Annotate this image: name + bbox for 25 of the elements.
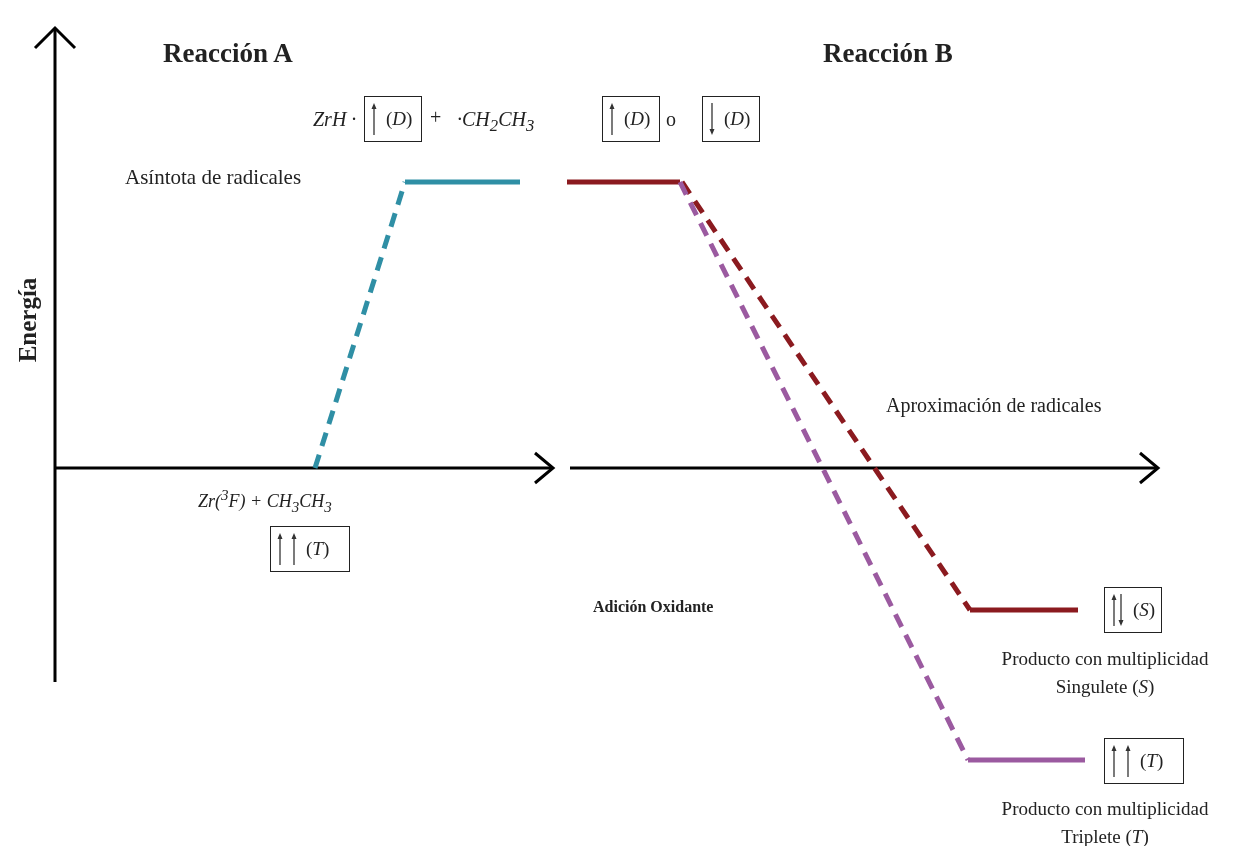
region-label: Adición Oxidante — [593, 598, 714, 616]
plus-sign: + — [430, 106, 442, 129]
spin-label: (D) — [386, 108, 413, 130]
conjunction-text: o — [666, 108, 676, 131]
axis-title: Energía — [14, 277, 42, 363]
spin-state-box — [364, 96, 422, 142]
product-caption: Producto con multiplicidad Triplete (T) — [1000, 797, 1210, 846]
formula-text: ZrH · — [313, 108, 357, 131]
spin-state-box — [270, 526, 350, 572]
formula-text: ·CH$_{2}$CH$_{3}$ — [457, 108, 535, 136]
spin-state-box — [702, 96, 760, 142]
spin-label: (D) — [724, 108, 751, 130]
spin-label: (T) — [306, 538, 330, 560]
product-caption: Producto con multiplicidad Singulete (S) — [1000, 647, 1210, 699]
axis-label: Aproximación de radicales — [886, 394, 1102, 417]
spin-label: (S) — [1133, 599, 1156, 621]
spin-label: (T) — [1140, 750, 1164, 772]
formula-text: Zr($^{3}$F) + CH$_{3}$CH$_{3}$ — [198, 487, 332, 516]
section-heading: Reacción A — [163, 38, 293, 69]
level-label: Asíntota de radicales — [125, 165, 302, 190]
spin-state-box — [1104, 587, 1162, 633]
spin-state-box — [1104, 738, 1184, 784]
spin-label: (D) — [624, 108, 651, 130]
spin-state-box — [602, 96, 660, 142]
section-heading: Reacción B — [823, 38, 953, 69]
